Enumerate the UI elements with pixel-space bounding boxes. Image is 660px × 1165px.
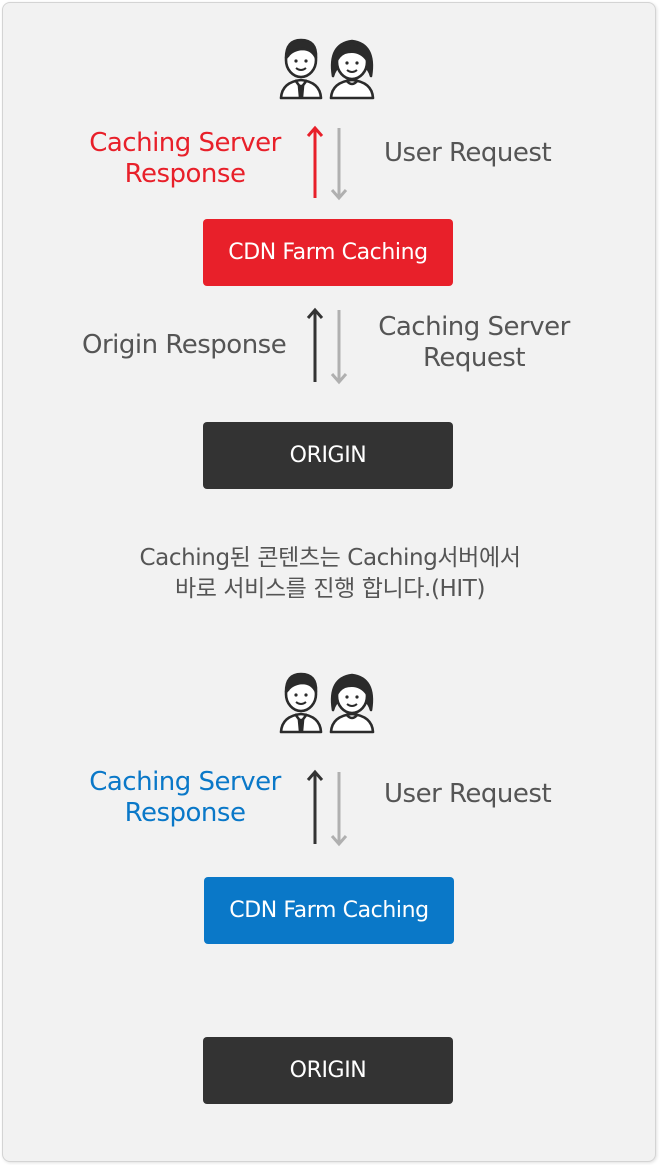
hit-explanation-note: Caching된 콘텐츠는 Caching서버에서 바로 서비스를 진행 합니다… xyxy=(139,545,521,602)
origin-box-top: ORIGIN xyxy=(203,422,453,489)
origin-response-arrow-up xyxy=(306,307,324,382)
response-arrow-up xyxy=(306,769,324,844)
response-arrow-up xyxy=(306,125,324,198)
origin-response-label: Origin Response xyxy=(82,330,287,360)
caching-server-response-label-top: Caching Server Response xyxy=(89,128,281,189)
users-icon xyxy=(278,668,380,734)
origin-request-arrow-down xyxy=(330,310,348,385)
user-request-label-top: User Request xyxy=(384,138,552,168)
request-response-arrows-bottom xyxy=(306,769,348,847)
request-response-arrows-top xyxy=(306,125,348,201)
request-arrow-down xyxy=(330,772,348,847)
users-icon xyxy=(278,34,380,100)
caching-server-request-label: Caching Server Request xyxy=(378,312,570,373)
request-arrow-down xyxy=(330,128,348,201)
origin-box-bottom: ORIGIN xyxy=(203,1037,453,1104)
origin-arrows xyxy=(306,307,348,385)
user-request-label-bottom: User Request xyxy=(384,779,552,809)
cdn-farm-caching-box-top: CDN Farm Caching xyxy=(203,219,453,286)
cdn-farm-caching-box-bottom: CDN Farm Caching xyxy=(204,877,454,944)
caching-server-response-label-bottom: Caching Server Response xyxy=(89,767,281,828)
